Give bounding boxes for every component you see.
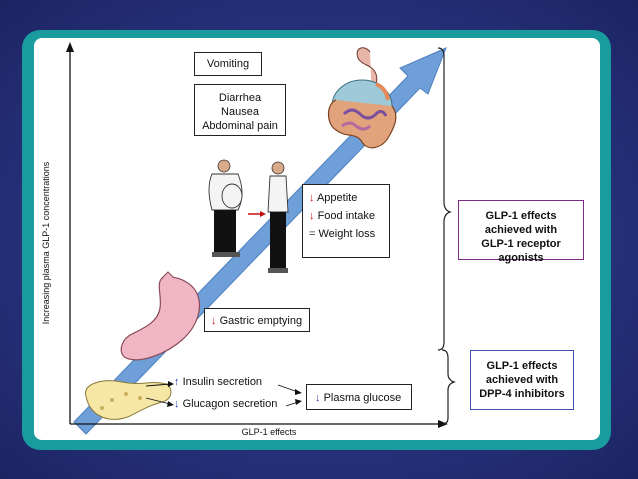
agonist-effects-label: GLP-1 effects achieved with GLP-1 recept… <box>458 200 584 264</box>
down-arrow-icon: ↓ <box>211 315 217 327</box>
intestines-icon <box>327 47 397 149</box>
agonist-label-line: achieved with <box>484 224 558 236</box>
equals-icon: = <box>309 228 316 240</box>
vomiting-text: Vomiting <box>206 58 250 70</box>
down-arrow-icon: ↓ <box>309 192 315 204</box>
weight-loss-text: Weight loss <box>318 228 376 240</box>
agonist-label-line: GLP-1 effects <box>485 210 557 222</box>
down-arrow-icon: ↓ <box>309 210 315 222</box>
gi-symptoms-box: Diarrhea Nausea Abdominal pain <box>194 84 286 136</box>
food-intake-text: Food intake <box>317 210 376 222</box>
dpp4-effects-label: GLP-1 effects achieved with DPP-4 inhibi… <box>470 350 574 410</box>
dpp4-label-line: achieved with <box>485 374 559 386</box>
plasma-glucose-box: ↓ Plasma glucose <box>306 384 412 410</box>
gastric-emptying-text: Gastric emptying <box>219 315 303 327</box>
insulin-secretion-text: Insulin secretion <box>182 376 263 388</box>
glucagon-secretion-text: Glucagon secretion <box>182 398 278 410</box>
gi-symptom-item: Abdominal pain <box>202 120 278 132</box>
pancreas-pointer-arrows <box>145 381 174 407</box>
y-axis-label: Increasing plasma GLP-1 concentrations <box>41 161 51 325</box>
diagram-canvas <box>66 42 456 435</box>
up-arrow-icon: ↑ <box>174 376 180 388</box>
gastric-emptying-box: ↓ Gastric emptying <box>204 308 310 332</box>
pancreas-icon <box>85 380 172 420</box>
vomiting-box: Vomiting <box>194 52 262 76</box>
agonist-bracket <box>437 47 452 351</box>
obese-person-icon <box>208 159 243 257</box>
insulin-secretion-row: ↑ Insulin secretion <box>174 376 262 388</box>
dpp4-label-line: DPP-4 inhibitors <box>479 388 565 400</box>
glucose-pointer-arrows <box>277 384 302 407</box>
plasma-glucose-text: Plasma glucose <box>323 392 402 404</box>
down-arrow-icon: ↓ <box>315 392 321 404</box>
glucagon-secretion-row: ↓ Glucagon secretion <box>174 398 277 410</box>
down-arrow-icon: ↓ <box>174 398 180 410</box>
slim-person-icon <box>267 161 289 273</box>
gi-symptom-item: Nausea <box>221 106 259 118</box>
y-axis <box>66 42 74 424</box>
dpp4-label-line: GLP-1 effects <box>486 360 558 372</box>
transition-arrow-icon <box>248 211 266 217</box>
weight-effects-box: ↓ Appetite ↓ Food intake = Weight loss <box>302 184 390 258</box>
appetite-text: Appetite <box>316 192 358 204</box>
dpp4-bracket <box>441 349 456 425</box>
x-axis-label: GLP-1 effects <box>241 427 297 437</box>
stomach-icon <box>120 271 201 361</box>
agonist-label-line: GLP-1 receptor agonists <box>481 238 561 264</box>
gi-symptom-item: Diarrhea <box>218 92 262 104</box>
figure-panel: Increasing plasma GLP-1 concentrations G… <box>34 38 600 440</box>
